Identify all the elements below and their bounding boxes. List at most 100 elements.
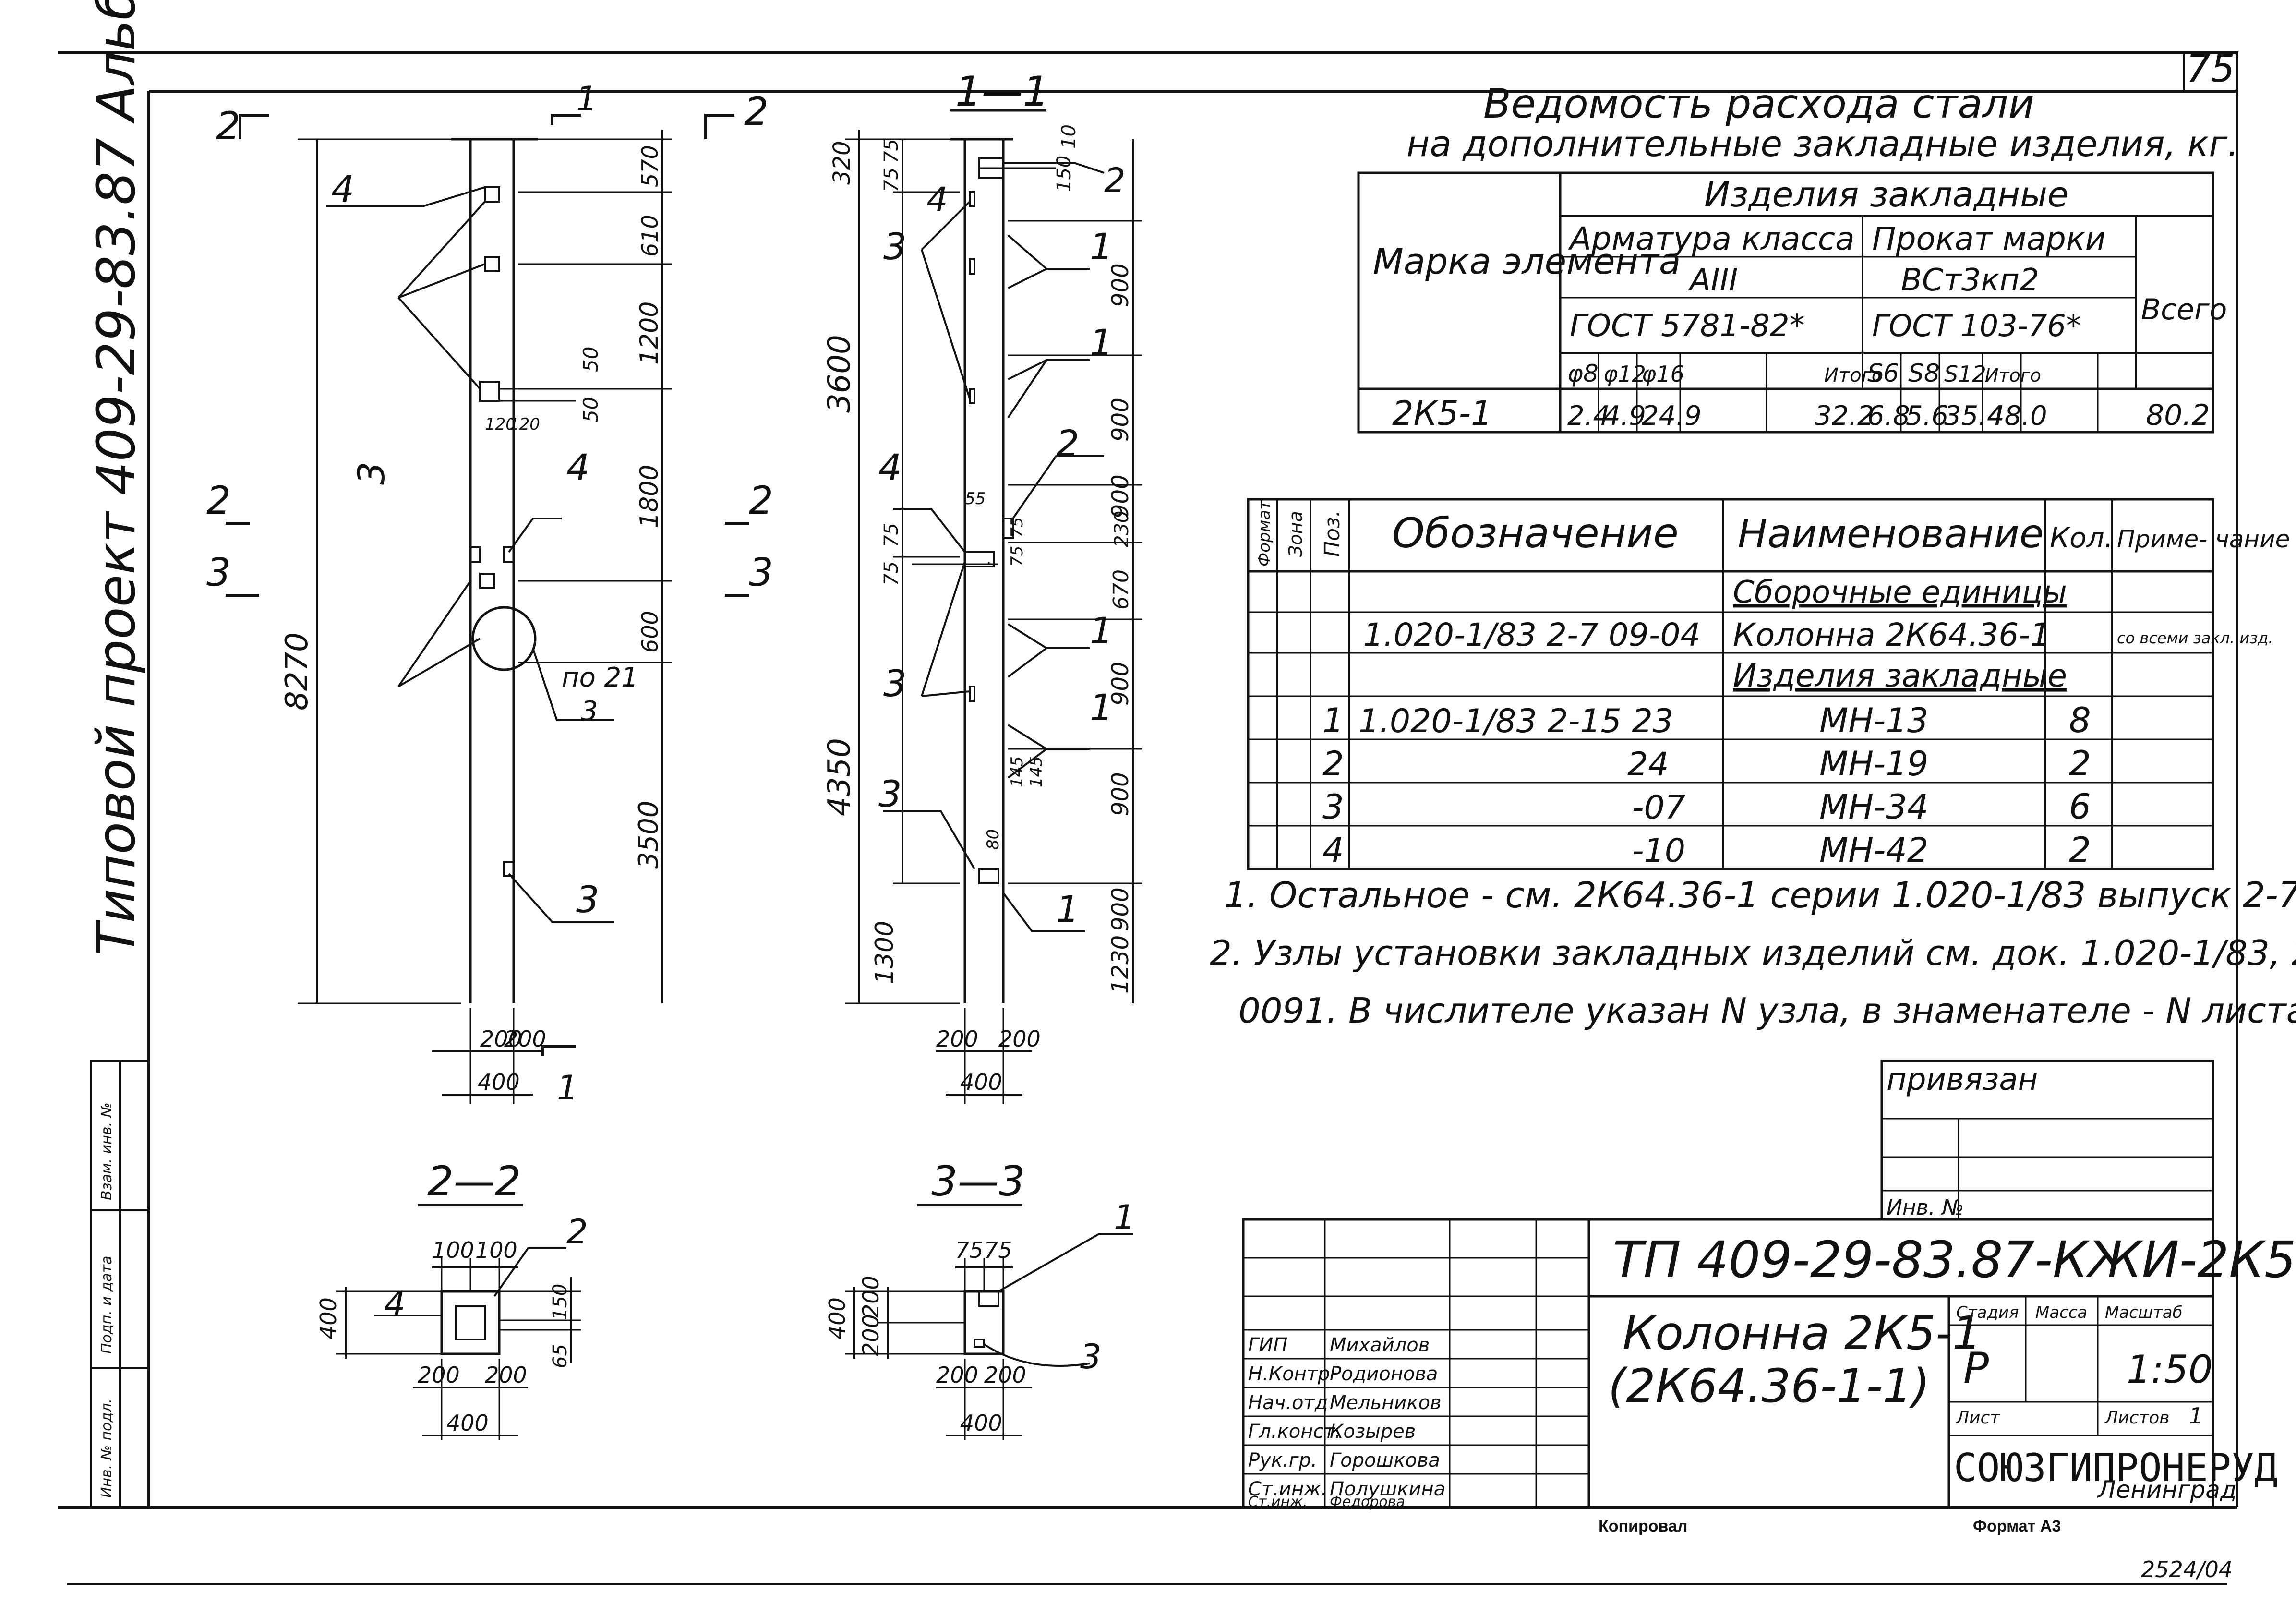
sec11-small-2: 55 — [965, 489, 986, 508]
sec11-pos-11: 1 — [1056, 888, 1079, 930]
spec-table: Формат Зона Поз. Обозначение Наименовани… — [1247, 498, 2290, 870]
steel-head-mark: Марка элемента — [1373, 241, 1681, 282]
steel-row-v0: 2.4 — [1567, 400, 1610, 432]
org-name: СОЮЗГИПРОНЕРУД — [1954, 1446, 2277, 1490]
sec22-bottom-1: 200 — [485, 1362, 527, 1388]
stage-label: Стадия — [1956, 1303, 2019, 1322]
title-block: ТП 409-29-83.87-КЖИ-2К5-1 Колонна 2К5-1 … — [1242, 1218, 2296, 1510]
steel-row-v4: 32.2 — [1815, 400, 1875, 432]
stamp-inv-repl: Взам. инв. № — [98, 1102, 115, 1200]
sec11-dim-l1: 75 — [880, 139, 902, 163]
sheet-label: Лист — [1955, 1408, 2000, 1428]
spec-head-name: Наименование — [1738, 511, 2044, 557]
sec33-top-1: 75 — [984, 1237, 1012, 1263]
mass-label: Масса — [2035, 1303, 2087, 1322]
org-city: Ленинград — [2097, 1476, 2236, 1504]
section-1-1-view: 1—1 320 75 75 3600 75 75 4350 1300 150 1… — [822, 68, 1142, 1104]
sec22-top-1: 100 — [475, 1237, 517, 1263]
sec22-pos-0: 4 — [384, 1284, 406, 1324]
staff-role-5: Ст.инж. — [1248, 1478, 1327, 1500]
sec11-small-0: 75 — [1008, 546, 1027, 567]
front-small-dim-3: 120 — [509, 415, 540, 434]
binding-block: привязан Инв. № — [1880, 1060, 2214, 1221]
sec11-pos-0: 4 — [926, 180, 948, 219]
sec11-dim-r3: 900 — [1107, 398, 1134, 442]
front-sec-22-top: 2 — [216, 104, 240, 148]
sec11-dim-l2: 75 — [880, 168, 902, 192]
spec-row3-pos: 1 — [1322, 701, 1344, 740]
steel-sub-4: Итого — [1824, 364, 1883, 386]
sec11-dim-r10: 1230 — [1107, 935, 1134, 994]
sec33-left-2: 200 — [858, 1314, 884, 1356]
scale-label: Масштаб — [2105, 1303, 2183, 1322]
spec-row6-designation: -10 — [1632, 832, 1685, 870]
spec-row6-qty: 2 — [2069, 830, 2091, 870]
sec11-dim-l5: 75 — [880, 561, 902, 586]
steel-sub-8: Итого — [1985, 365, 2041, 386]
front-dim-4: 600 — [637, 611, 663, 653]
sec33-title: 3—3 — [931, 1158, 1025, 1206]
staff-role-3: Гл.конст. — [1248, 1421, 1341, 1443]
sec11-pos-4: 3 — [878, 772, 902, 815]
staff-role-2: Нач.отд — [1248, 1392, 1328, 1414]
steel-head-rolled-grade: ВСт3кп2 — [1901, 263, 2039, 298]
spec-row3-name: МН-13 — [1819, 701, 1928, 740]
sec33-bottom-1: 200 — [984, 1362, 1026, 1388]
sec22-right-0: 150 — [549, 1284, 571, 1320]
spec-head-pos: Поз. — [1320, 510, 1345, 557]
staff-role-1: Н.Контр — [1248, 1363, 1330, 1385]
steel-head-rebar-class: AIII — [1688, 263, 1738, 298]
sheets-label: Листов — [2104, 1408, 2169, 1428]
sec11-pos-3: 3 — [883, 662, 906, 705]
steel-row-v2: 24.9 — [1642, 400, 1702, 432]
note-1: 1. Остальное - см. 2К64.36-1 серии 1.020… — [1224, 875, 2296, 916]
staff-role-4: Рук.гр. — [1248, 1449, 1317, 1471]
sec11-small-1: 75 — [1008, 517, 1027, 538]
steel-sub-1: φ12 — [1603, 361, 1646, 387]
title-name-2: (2К64.36-1-1) — [1608, 1359, 1930, 1413]
front-pos-3: 3 — [576, 878, 599, 921]
front-base-0: 200 — [480, 1026, 522, 1052]
sec11-pos-5: 2 — [1104, 161, 1126, 200]
sec22-bottom-2: 400 — [446, 1410, 489, 1436]
spec-row5-name: МН-34 — [1819, 787, 1928, 827]
sec11-small-3: 145 — [1008, 756, 1027, 787]
sec22-bottom-0: 200 — [418, 1362, 460, 1388]
format-label: Формат А3 — [1973, 1517, 2061, 1535]
front-view: 2 1 2 2 2 3 3 1 8270 570 610 1200 1800 6… — [206, 79, 773, 1108]
front-dim-1: 610 — [637, 215, 663, 257]
steel-sub-0: φ8 — [1567, 360, 1599, 387]
steel-head-rolled: Прокат марки — [1872, 220, 2106, 257]
steel-sub-7: S12 — [1944, 361, 1986, 387]
sec11-dim-r8: 900 — [1107, 772, 1134, 816]
sec11-pos-10: 1 — [1090, 686, 1113, 729]
sec11-base-1: 200 — [998, 1026, 1041, 1052]
front-dim-2: 1200 — [635, 301, 664, 365]
steel-row-v5: 6.8 — [1867, 400, 1910, 432]
binding-label: привязан — [1887, 1062, 2038, 1097]
scale-value: 1:50 — [2127, 1347, 2213, 1392]
front-small-dim-2: 120 — [485, 415, 516, 434]
spec-row2-name: Изделия закладные — [1733, 657, 2067, 694]
front-overall-dim: 8270 — [279, 632, 315, 711]
sheets-value: 1 — [2189, 1403, 2203, 1429]
front-sec-22-right: 2 — [744, 89, 769, 134]
sec11-base-2: 400 — [960, 1069, 1002, 1095]
sec33-top-0: 75 — [955, 1237, 984, 1263]
steel-row-v6: 5.6 — [1906, 400, 1948, 432]
spec-row4-name: МН-19 — [1819, 744, 1928, 784]
steel-head-group: Изделия закладные — [1704, 174, 2068, 215]
sec11-pos-2: 4 — [878, 446, 902, 489]
front-pos-0: 4 — [331, 168, 354, 210]
front-dim-3: 1800 — [635, 465, 664, 528]
sec11-dim-r0: 150 — [1053, 156, 1075, 192]
sec33-bottom-0: 200 — [936, 1362, 978, 1388]
sec11-dim-r5: 230 — [1111, 511, 1133, 547]
staff-role-6: Ст.инж. — [1248, 1494, 1308, 1510]
steel-head-rebar-gost: ГОСТ 5781-82* — [1570, 308, 1805, 344]
spec-head-format: Формат — [1255, 500, 1274, 567]
staff-name-0: Михайлов — [1330, 1334, 1430, 1356]
front-small-dim-1: 50 — [579, 397, 602, 422]
sec11-dim-l3: 3600 — [822, 335, 857, 413]
